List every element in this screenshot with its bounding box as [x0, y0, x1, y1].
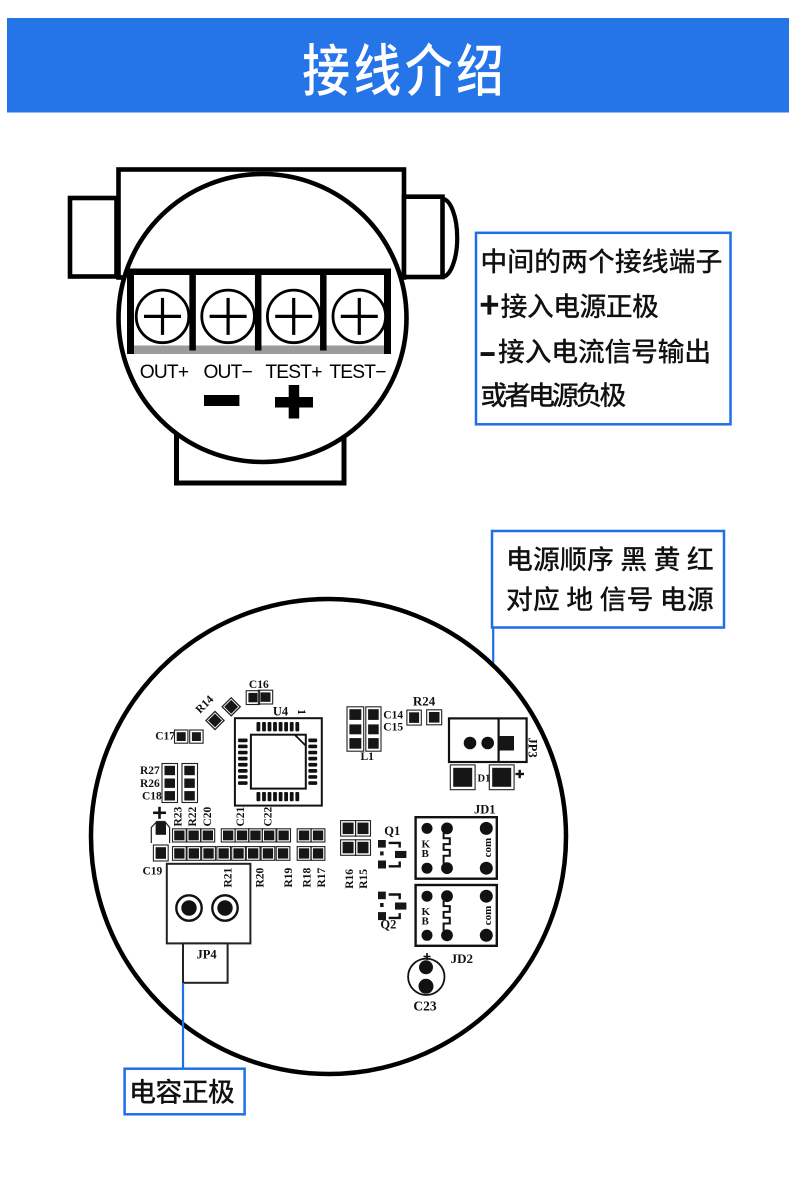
svg-text:JD2: JD2 — [451, 951, 473, 966]
svg-text:C23: C23 — [413, 999, 436, 1014]
svg-text:TEST+: TEST+ — [265, 362, 322, 383]
svg-text:R24: R24 — [413, 693, 436, 708]
svg-text:Q1: Q1 — [384, 824, 400, 838]
svg-text:R26: R26 — [140, 778, 160, 790]
svg-text:C16: C16 — [249, 679, 269, 691]
svg-text:JP3: JP3 — [526, 738, 540, 758]
svg-text:L1: L1 — [361, 751, 375, 763]
svg-text:C22: C22 — [263, 806, 275, 826]
svg-text:K: K — [422, 906, 431, 918]
svg-text:U4: U4 — [273, 705, 289, 719]
svg-text:C19: C19 — [143, 866, 163, 878]
svg-text:R20: R20 — [255, 867, 267, 887]
svg-text:B: B — [422, 848, 430, 860]
svg-text:R22: R22 — [187, 806, 199, 826]
svg-text:R17: R17 — [316, 867, 328, 887]
svg-text:R19: R19 — [283, 867, 295, 887]
svg-text:C15: C15 — [383, 722, 403, 734]
svg-text:1: 1 — [295, 709, 309, 715]
svg-text:R16: R16 — [344, 869, 356, 889]
svg-text:JD1: JD1 — [474, 803, 496, 817]
svg-text:C17: C17 — [155, 731, 175, 743]
svg-text:K: K — [422, 838, 431, 850]
svg-text:com: com — [482, 906, 494, 926]
svg-text:Q2: Q2 — [380, 918, 396, 932]
svg-text:C14: C14 — [383, 709, 403, 721]
svg-text:C20: C20 — [202, 806, 214, 826]
svg-text:R27: R27 — [140, 765, 160, 777]
svg-text:B: B — [422, 916, 430, 928]
svg-text:C18: C18 — [142, 791, 162, 803]
svg-text:com: com — [482, 838, 494, 858]
svg-text:OUT+: OUT+ — [140, 362, 189, 383]
svg-text:TEST−: TEST− — [329, 362, 386, 383]
svg-text:JP4: JP4 — [197, 948, 218, 962]
svg-text:R18: R18 — [302, 867, 314, 887]
svg-text:R21: R21 — [223, 867, 235, 887]
svg-text:OUT−: OUT− — [203, 362, 252, 383]
svg-text:R15: R15 — [358, 869, 370, 889]
svg-text:R23: R23 — [173, 806, 185, 826]
svg-text:C21: C21 — [235, 806, 247, 826]
svg-text:D1: D1 — [478, 774, 491, 785]
